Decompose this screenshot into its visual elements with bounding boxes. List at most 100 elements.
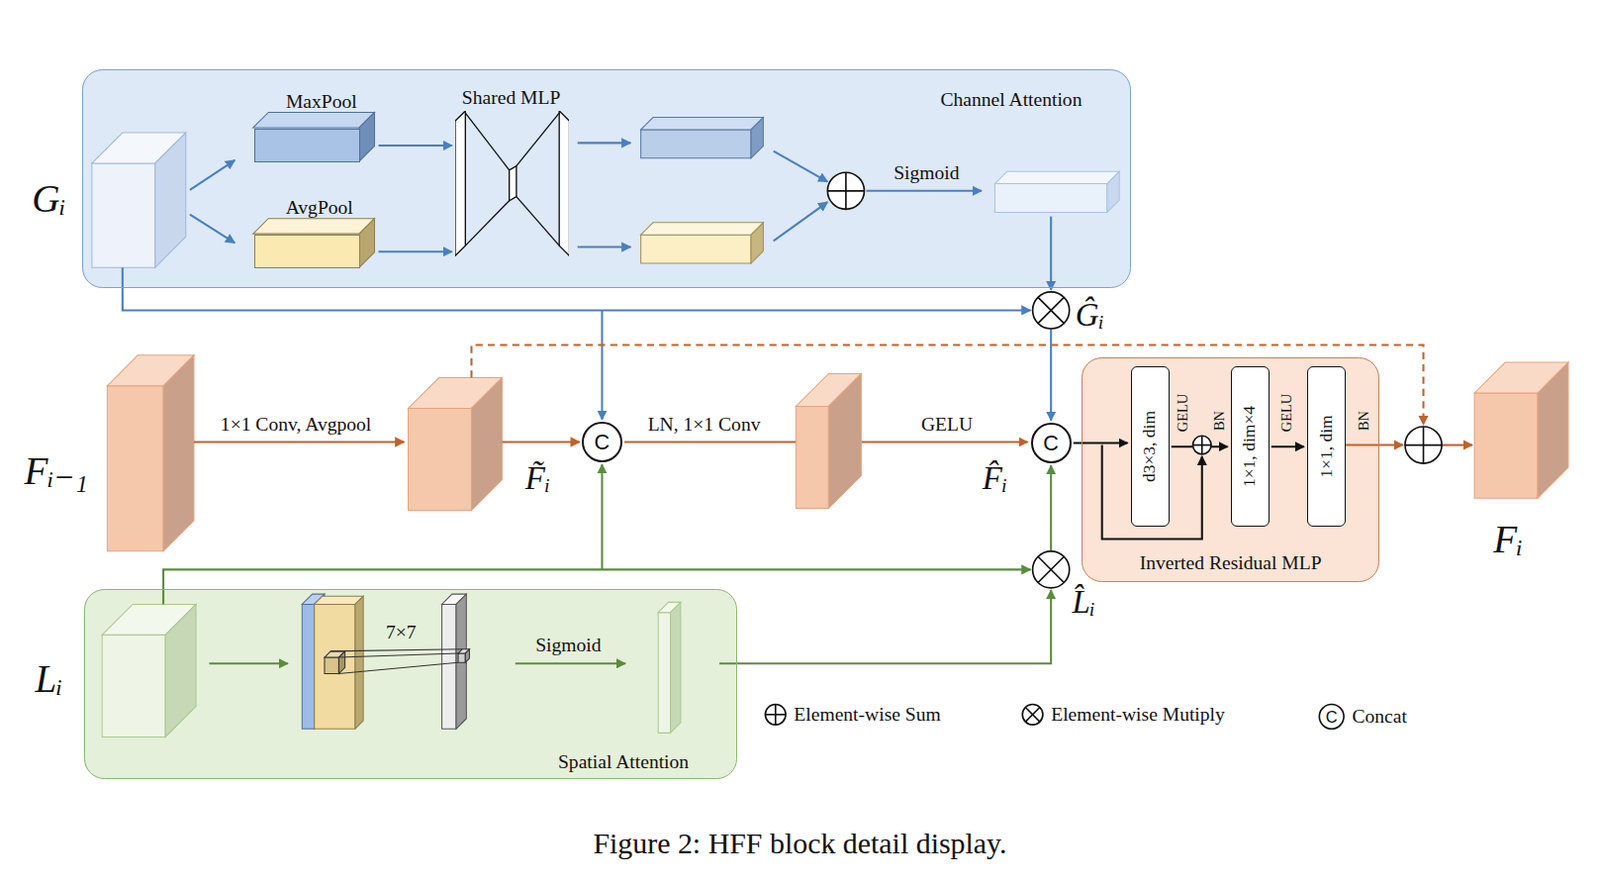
operation-label: Sigmoid	[535, 634, 601, 657]
wire	[189, 214, 235, 244]
hourglass-plate	[455, 110, 466, 256]
wire	[163, 568, 1031, 604]
panel-ground	[84, 588, 738, 779]
box-label: 1×1, dim	[1317, 414, 1336, 477]
operation-label: LN, 1×1 Conv	[648, 413, 761, 436]
hourglass-edge	[465, 112, 509, 171]
operation-label: C	[1325, 707, 1338, 726]
pooled-map	[301, 603, 314, 729]
multiply-symbol	[1037, 556, 1064, 582]
pooled-map	[314, 603, 356, 729]
panel-title: Spatial Attention	[558, 752, 689, 774]
hourglass-outline	[455, 110, 570, 256]
pool-box: MaxPool	[254, 128, 361, 163]
conv-window	[458, 653, 466, 662]
feature-map-l	[101, 634, 166, 737]
mlp-panel: Inverted Residual MLPd3×3, dim1×1, dim×4…	[1081, 357, 1380, 582]
wire	[189, 160, 235, 190]
mlp-output	[641, 234, 752, 264]
wire	[1049, 216, 1052, 290]
conv-box: d3×3, dim	[1130, 366, 1170, 527]
spatial-map	[442, 603, 457, 729]
spatial-weights	[658, 612, 670, 734]
concat-circle: C	[1031, 422, 1072, 464]
sum-symbol	[774, 703, 777, 725]
feature-map-f-prev	[163, 355, 194, 552]
pool-box-depth	[359, 218, 375, 268]
wire	[1049, 328, 1052, 421]
hourglass-edge	[465, 200, 509, 246]
conv-ray	[338, 661, 459, 673]
pool-box-depth	[253, 111, 376, 127]
wire	[122, 267, 1032, 310]
sum-symbol	[827, 172, 864, 209]
feature-map-l	[165, 603, 196, 737]
wire	[600, 309, 603, 419]
conv-window	[465, 649, 470, 662]
tensor-symbol: Gᵢ	[31, 178, 67, 221]
operation-label: GELU	[1280, 392, 1297, 431]
mlp-output	[641, 129, 752, 159]
tensor-symbol: Fᵢ	[1493, 517, 1523, 561]
panel-ground	[1081, 357, 1380, 582]
conv-ray	[330, 649, 463, 652]
mlp-output	[641, 222, 764, 235]
wire	[600, 464, 603, 569]
pool-box-depth	[359, 111, 375, 161]
multiply-symbol	[1022, 703, 1043, 725]
sum-symbol	[1405, 426, 1442, 464]
legend-text: Element-wise Mutiply	[1050, 703, 1225, 726]
feature-map-g	[92, 163, 156, 268]
box-label: Shared MLP	[462, 87, 562, 109]
feature-map-g	[155, 132, 187, 268]
feature-map-f-tilde	[408, 407, 472, 510]
operation-label: BN	[1356, 410, 1373, 431]
box-label: C	[594, 430, 611, 455]
channel-weights	[994, 184, 1107, 213]
channel-weights	[1107, 171, 1120, 212]
sum-symbol	[1422, 426, 1425, 464]
hourglass-plate	[559, 110, 569, 256]
wire	[193, 440, 404, 443]
pool-box-depth	[253, 218, 376, 234]
mlp-output	[751, 117, 763, 159]
multiply-symbol	[1033, 291, 1070, 329]
operation-label: GELU	[1175, 392, 1192, 431]
multiply-symbol	[1025, 707, 1040, 723]
wire	[1441, 444, 1473, 447]
multiply-symbol	[1037, 296, 1064, 323]
panel-title: Channel Attention	[940, 89, 1082, 111]
figure-caption: Figure 2: HFF block detail display.	[592, 826, 1007, 859]
feature-map-f-tilde	[470, 377, 502, 511]
mlp-output	[751, 222, 763, 264]
tensor-symbol: F̂ᵢ	[982, 459, 1008, 495]
tensor-symbol: Lᵢ	[35, 657, 64, 700]
box-label: C	[1042, 431, 1059, 456]
wire	[577, 246, 632, 249]
flow-arrow	[378, 250, 453, 253]
tensor-symbol: F̃ᵢ	[525, 459, 551, 495]
box-label: AvgPool	[285, 197, 354, 220]
wire	[577, 141, 632, 144]
wire	[1049, 465, 1052, 552]
sum-symbol	[1192, 435, 1212, 455]
mlp-output	[641, 117, 764, 130]
attention-panel: Channel AttentionMaxPoolAvgPool Shared ML…	[82, 69, 1131, 288]
channel-weights	[994, 171, 1120, 184]
flow-arrow	[378, 144, 453, 147]
legend-text: Concat	[1351, 705, 1407, 728]
concat-symbol	[1318, 703, 1344, 729]
multiply-symbol	[1037, 556, 1064, 582]
wire	[773, 201, 829, 241]
sum-symbol	[764, 703, 786, 725]
panel-ground	[82, 69, 1131, 288]
spatial-weights	[670, 601, 681, 733]
wire	[773, 151, 829, 183]
conv-box: 1×1, dim×4	[1230, 366, 1270, 527]
sum-symbol	[1201, 435, 1204, 455]
operation-label: GELU	[921, 413, 973, 436]
sum-symbol	[845, 172, 848, 209]
tensor-symbol: Fᵢ₋₁	[24, 450, 89, 493]
